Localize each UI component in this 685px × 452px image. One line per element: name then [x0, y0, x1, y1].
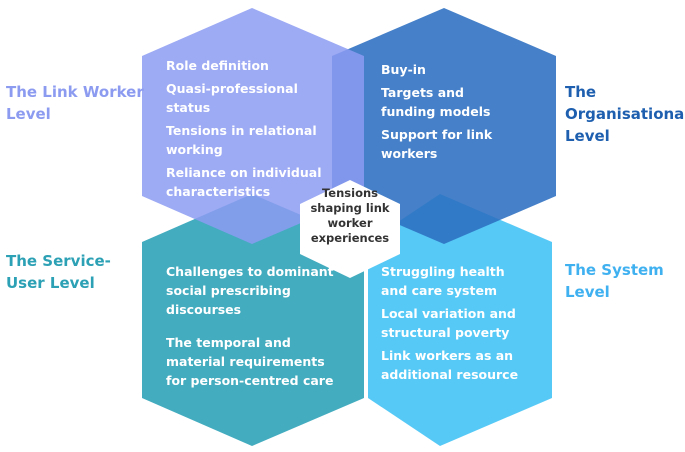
label-organisational: The Organisational Level	[565, 83, 685, 145]
system-items: Struggling health and care system Local …	[381, 262, 521, 388]
label-link-worker: The Link Worker Level	[6, 83, 144, 123]
center-hexagon	[300, 180, 400, 278]
list-item: Targets and funding models	[381, 85, 491, 119]
list-item: Reliance on individual characteristics	[166, 165, 322, 199]
list-item: The temporal and material requirements f…	[166, 335, 334, 388]
organisational-items: Buy-in Targets and funding models Suppor…	[381, 60, 506, 167]
list-item: Link workers as an additional resource	[381, 348, 519, 382]
list-item: Support for link workers	[381, 127, 493, 161]
label-service-user: The Service-User Level	[6, 252, 111, 292]
hexagon-organisational	[332, 8, 556, 244]
list-item: Challenges to dominant social prescribin…	[166, 264, 334, 317]
hexagon-link-worker	[142, 8, 364, 244]
list-item: Struggling health and care system	[381, 264, 505, 298]
list-item: Buy-in	[381, 62, 426, 77]
link-worker-items: Role definition Quasi-professional statu…	[166, 56, 326, 205]
label-system: The System Level	[565, 261, 664, 301]
center-label: Tensions shaping link worker experiences	[310, 186, 390, 245]
hexagon-system	[368, 194, 552, 446]
list-item: Tensions in relational working	[166, 123, 317, 157]
list-item: Role definition	[166, 58, 269, 73]
service-user-items: Challenges to dominant social prescribin…	[166, 262, 336, 404]
list-item: Quasi-professional status	[166, 81, 298, 115]
list-item: Local variation and structural poverty	[381, 306, 516, 340]
